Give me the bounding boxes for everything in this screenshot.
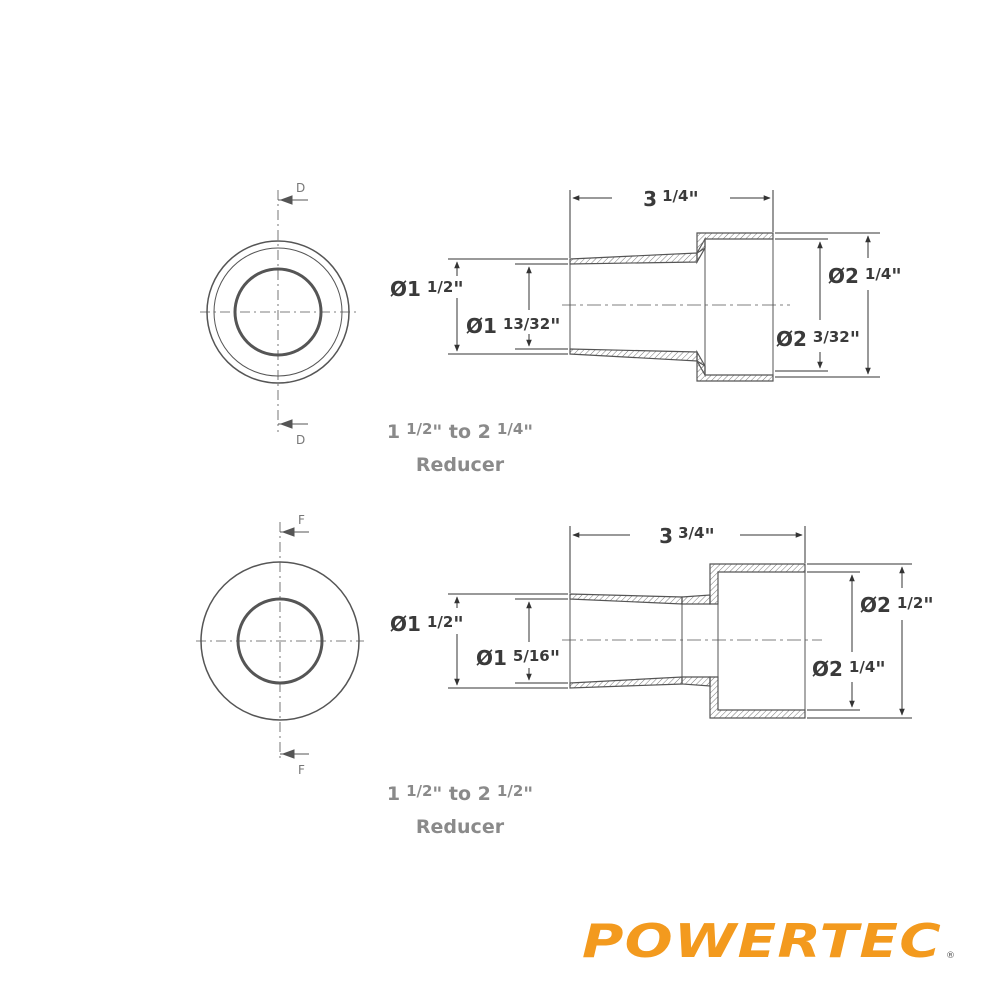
side-view-2 — [562, 563, 822, 719]
large-outer-dimension-2 — [807, 563, 912, 719]
registered-mark: ® — [946, 951, 955, 961]
caption-line2-1: Reducer — [416, 454, 505, 476]
side-view-1 — [562, 232, 790, 382]
powertec-logo: POWERTEC ® — [582, 914, 955, 968]
section-marker-bottom-2: F — [298, 763, 305, 777]
small-inner-dimension-2 — [515, 598, 568, 684]
length-dimension-2 — [569, 526, 806, 593]
caption-line2-2: Reducer — [416, 816, 505, 838]
section-marker-bottom-1: D — [296, 433, 305, 447]
section-marker-top-2: F — [298, 513, 305, 527]
small-outer-dimension-2 — [448, 593, 568, 689]
length-dimension-1 — [569, 190, 774, 258]
large-inner-dimension-2 — [807, 571, 860, 711]
end-view-2 — [196, 522, 364, 762]
small-outer-dimension-1 — [448, 258, 568, 355]
large-inner-dimension-1 — [775, 238, 828, 372]
end-view-1 — [200, 190, 356, 432]
section-marker-top-1: D — [296, 181, 305, 195]
large-outer-dimension-1 — [775, 232, 880, 378]
small-inner-dimension-1 — [515, 263, 568, 350]
logo-text: POWERTEC — [582, 914, 942, 968]
